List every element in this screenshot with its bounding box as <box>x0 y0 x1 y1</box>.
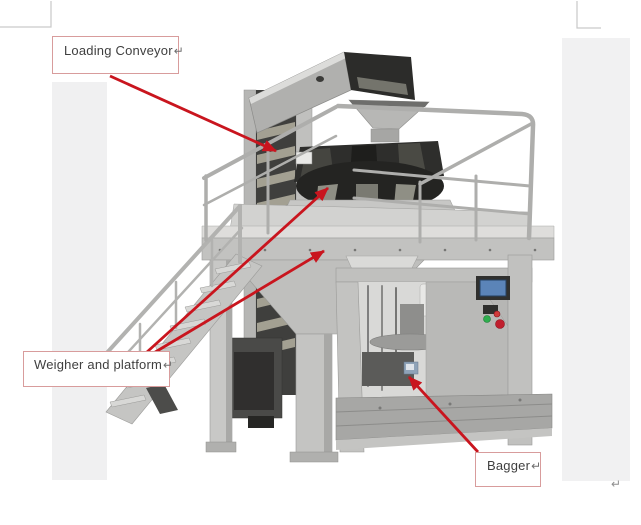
loading-conveyor-head <box>248 51 430 143</box>
photo-background <box>52 38 630 481</box>
label-text: Loading Conveyor <box>64 43 173 58</box>
paragraph-mark-icon: ↵ <box>611 477 622 491</box>
label-text: Bagger <box>487 458 531 473</box>
label-text: Weigher and platform <box>34 357 163 372</box>
control-panel <box>476 276 510 329</box>
label-bagger[interactable]: Bagger↵ <box>475 452 541 487</box>
paragraph-mark-icon: ↵ <box>173 44 184 58</box>
annotation-arrows <box>109 74 480 453</box>
paragraph-mark-icon: ↵ <box>531 459 542 473</box>
bagger-machine <box>335 254 553 453</box>
label-loading-conveyor[interactable]: Loading Conveyor↵ <box>52 36 184 74</box>
page-corner-marks <box>0 1 601 29</box>
paragraph-mark-icon: ↵ <box>163 358 174 372</box>
label-weigher-platform[interactable]: Weigher and platform↵ <box>23 351 174 387</box>
